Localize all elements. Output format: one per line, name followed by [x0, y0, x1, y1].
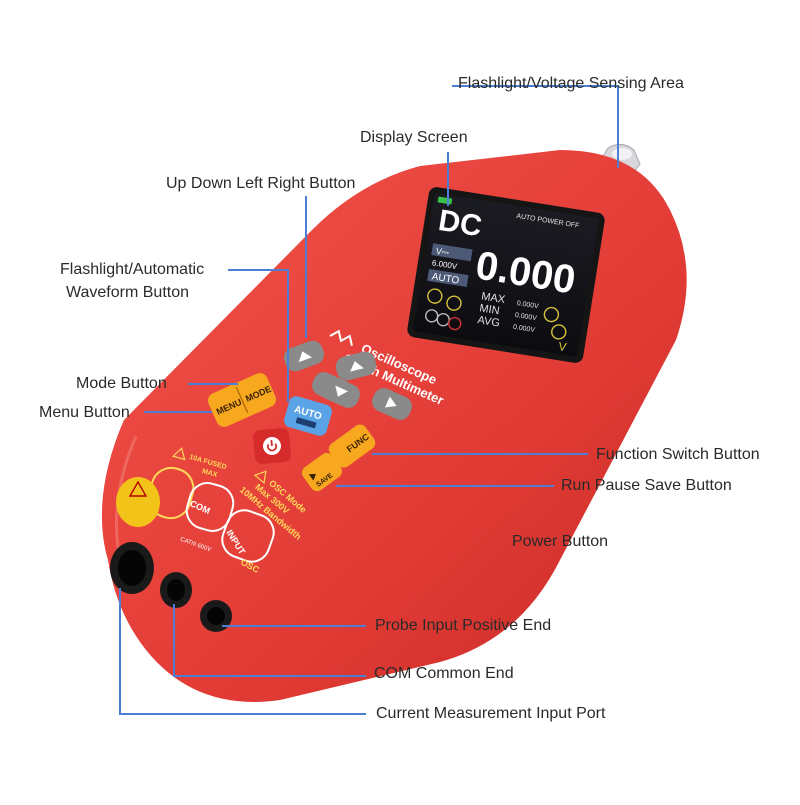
- waveform-icon: [295, 417, 317, 429]
- input-jacks: [110, 542, 232, 632]
- screen-mode: DC: [436, 204, 484, 243]
- screen-unit: V: [557, 339, 567, 354]
- dpad-right-button[interactable]: [369, 385, 415, 423]
- callout-display-screen: Display Screen: [360, 129, 468, 146]
- screen-auto: AUTO: [431, 271, 460, 286]
- dpad-up-button[interactable]: [281, 338, 327, 374]
- callout-func: Function Switch Button: [596, 446, 760, 463]
- warning-icon: [128, 480, 148, 497]
- callout-power: Power Button: [512, 533, 609, 550]
- screen-range-value: 6.000V: [431, 258, 458, 271]
- callout-probe: Probe Input Positive End: [375, 617, 552, 634]
- menu-mode-button[interactable]: MENU MODE: [205, 371, 278, 430]
- func-button[interactable]: FUNC: [326, 422, 378, 471]
- screen-function-icons: [425, 288, 567, 340]
- callout-mode: Mode Button: [76, 375, 167, 392]
- callout-current: Current Measurement Input Port: [376, 705, 606, 722]
- callout-save: Run Pause Save Button: [561, 477, 732, 494]
- dpad-up-button-2[interactable]: [334, 350, 379, 383]
- hazard-sticker: [116, 477, 160, 527]
- triangle-right-icon: [384, 396, 397, 408]
- callout-dpad: Up Down Left Right Button: [166, 175, 356, 192]
- callout-flashlight-area: Flashlight/Voltage Sensing Area: [458, 75, 684, 92]
- triangle-up-icon: [350, 361, 364, 372]
- callout-menu: Menu Button: [39, 404, 130, 421]
- warning-icon: [253, 470, 267, 485]
- display-screen: AUTO POWER OFF DC 0.000 V⎓ 6.000V AUTO M…: [407, 187, 605, 363]
- screen-min-label: MIN: [479, 302, 501, 317]
- leader-auto: [228, 269, 289, 402]
- dpad-down-button[interactable]: [317, 373, 363, 411]
- leader-flashlight: [452, 85, 619, 168]
- callout-auto-line2: Waveform Button: [66, 284, 190, 301]
- warning-icon: [171, 447, 186, 461]
- power-icon: [266, 443, 278, 452]
- screen-avg-value: 0.000V: [512, 324, 535, 334]
- triangle-left-icon: [298, 351, 312, 363]
- leader-lines: [119, 85, 619, 715]
- screen-max-label: MAX: [480, 290, 506, 306]
- play-pause-icon: [308, 473, 316, 481]
- callout-auto-line1: Flashlight/Automatic: [60, 261, 205, 278]
- leader-current: [119, 588, 366, 715]
- triangle-down-icon: [335, 385, 349, 397]
- warn-max: MAX: [201, 468, 218, 479]
- screen-max-value: 0.000V: [516, 300, 539, 310]
- screen-avg-label: AVG: [477, 314, 501, 329]
- power-button[interactable]: [252, 427, 291, 465]
- screen-min-value: 0.000V: [514, 312, 537, 322]
- dpad-buttons[interactable]: [281, 338, 415, 423]
- callout-com: COM Common End: [374, 665, 514, 682]
- auto-button[interactable]: AUTO: [282, 395, 333, 438]
- screen-range: V⎓: [435, 246, 450, 258]
- leader-com: [173, 604, 366, 677]
